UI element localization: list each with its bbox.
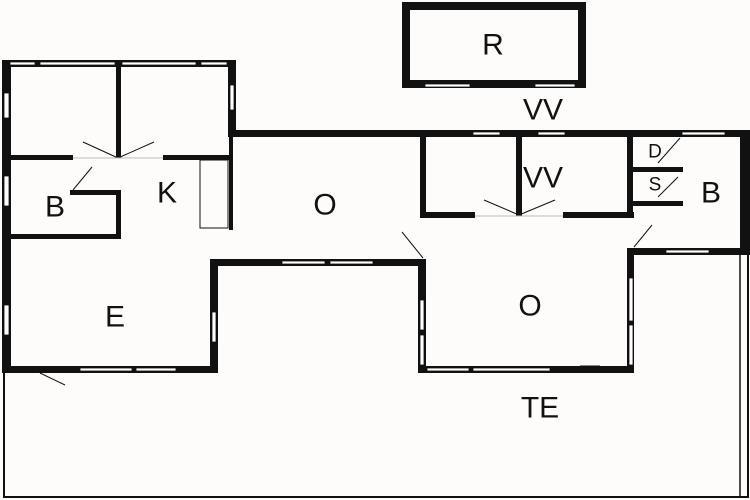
room-label-vv-inside: VV [523,162,563,195]
room-label-d: D [648,142,662,163]
kitchen-counter [199,159,229,229]
room-label-living-right: O [518,290,541,323]
room-label-kitchen: K [157,177,177,210]
room-label-terrace: TE [521,392,559,425]
room-label-s: S [649,175,662,196]
windows [3,61,726,372]
room-label-storage: R [482,29,504,62]
room-label-entrance: E [105,301,125,334]
door-swings [39,137,681,386]
room-label-bath-left: B [45,191,65,224]
terrace-outline [3,250,749,498]
room-label-living-left: O [313,189,336,222]
room-label-vv-outside: VV [523,94,563,127]
room-label-bath-right: B [701,177,721,210]
